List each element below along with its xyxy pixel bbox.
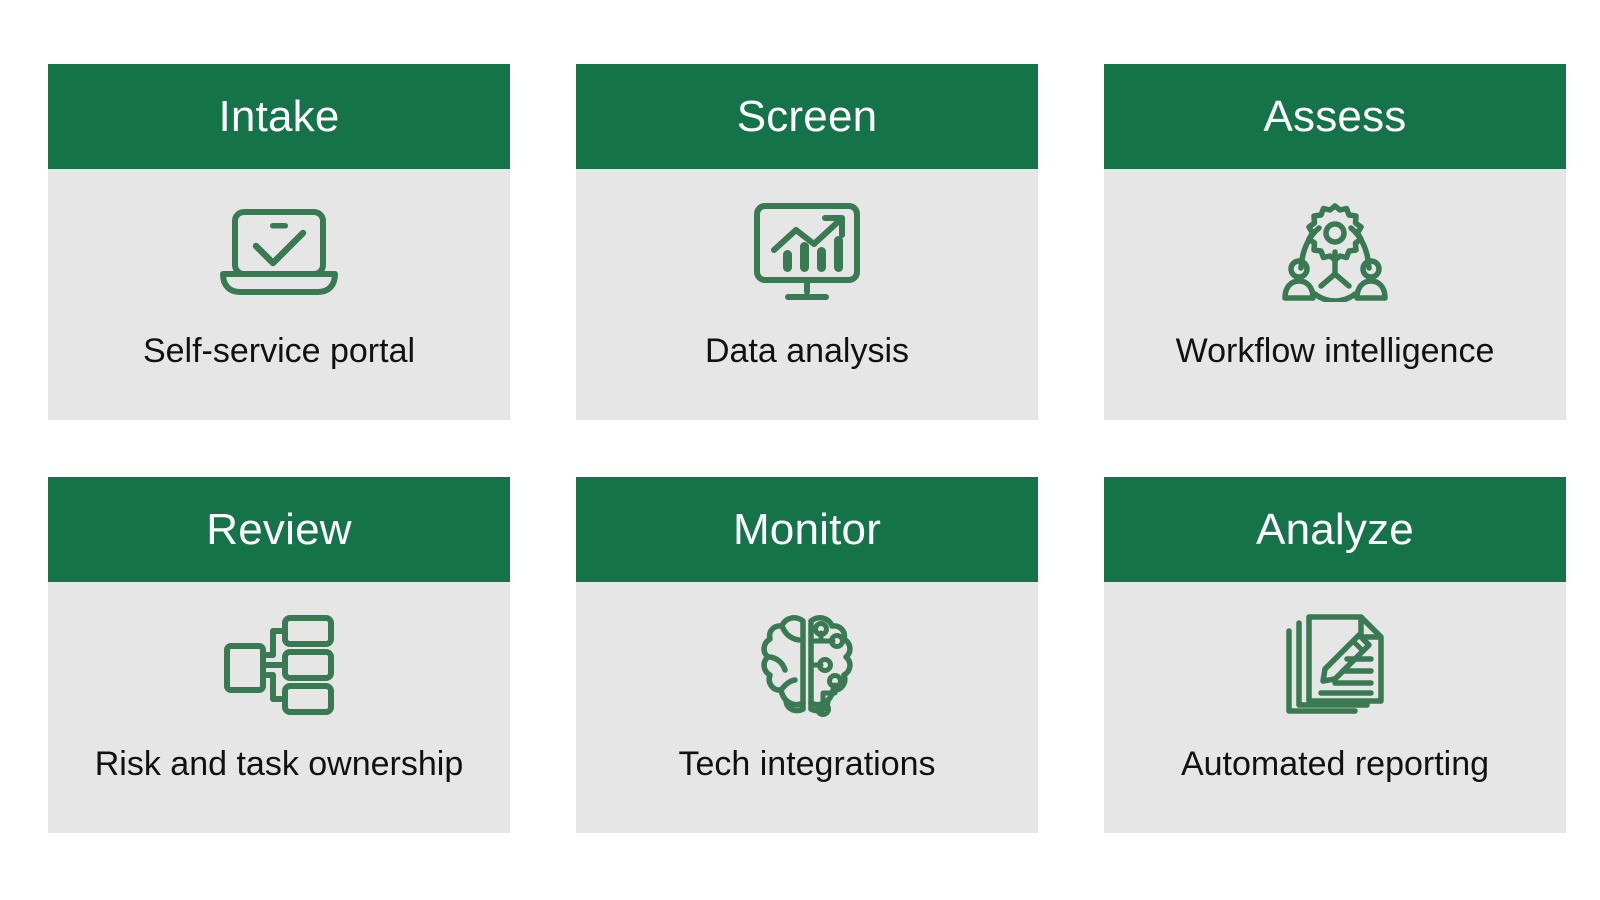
card-body-monitor: Tech integrations bbox=[576, 582, 1038, 833]
card-header-analyze: Analyze bbox=[1104, 477, 1566, 582]
ai-brain-circuit-icon bbox=[732, 606, 882, 724]
card-header-monitor: Monitor bbox=[576, 477, 1038, 582]
documents-pencil-icon bbox=[1260, 606, 1410, 724]
card-assess[interactable]: Assess bbox=[1104, 64, 1566, 420]
card-monitor[interactable]: Monitor bbox=[576, 477, 1038, 833]
card-body-screen: Data analysis bbox=[576, 169, 1038, 420]
card-label: Automated reporting bbox=[1180, 745, 1490, 783]
monitor-chart-icon bbox=[732, 193, 882, 311]
card-label: Risk and task ownership bbox=[94, 745, 464, 783]
card-analyze[interactable]: Analyze bbox=[1104, 477, 1566, 833]
card-body-assess: Workflow intelligence bbox=[1104, 169, 1566, 420]
card-title: Screen bbox=[736, 91, 878, 141]
gear-people-network-icon bbox=[1260, 193, 1410, 311]
card-body-review: Risk and task ownership bbox=[48, 582, 510, 833]
card-header-assess: Assess bbox=[1104, 64, 1566, 169]
card-grid: Intake Self-service portal Screen bbox=[48, 64, 1566, 833]
hierarchy-boxes-icon bbox=[204, 606, 354, 724]
card-header-review: Review bbox=[48, 477, 510, 582]
card-title: Review bbox=[206, 504, 352, 554]
card-title: Analyze bbox=[1256, 504, 1414, 554]
card-label: Data analysis bbox=[704, 332, 910, 370]
card-label: Self-service portal bbox=[142, 332, 416, 370]
card-title: Intake bbox=[218, 91, 340, 141]
laptop-check-icon bbox=[204, 193, 354, 311]
card-body-intake: Self-service portal bbox=[48, 169, 510, 420]
card-title: Monitor bbox=[732, 504, 882, 554]
card-label: Tech integrations bbox=[678, 745, 936, 783]
card-title: Assess bbox=[1263, 91, 1407, 141]
card-screen[interactable]: Screen Data analysis bbox=[576, 64, 1038, 420]
card-header-intake: Intake bbox=[48, 64, 510, 169]
card-intake[interactable]: Intake Self-service portal bbox=[48, 64, 510, 420]
card-review[interactable]: Review Risk and task ownership bbox=[48, 477, 510, 833]
card-label: Workflow intelligence bbox=[1175, 332, 1495, 370]
card-body-analyze: Automated reporting bbox=[1104, 582, 1566, 833]
card-header-screen: Screen bbox=[576, 64, 1038, 169]
